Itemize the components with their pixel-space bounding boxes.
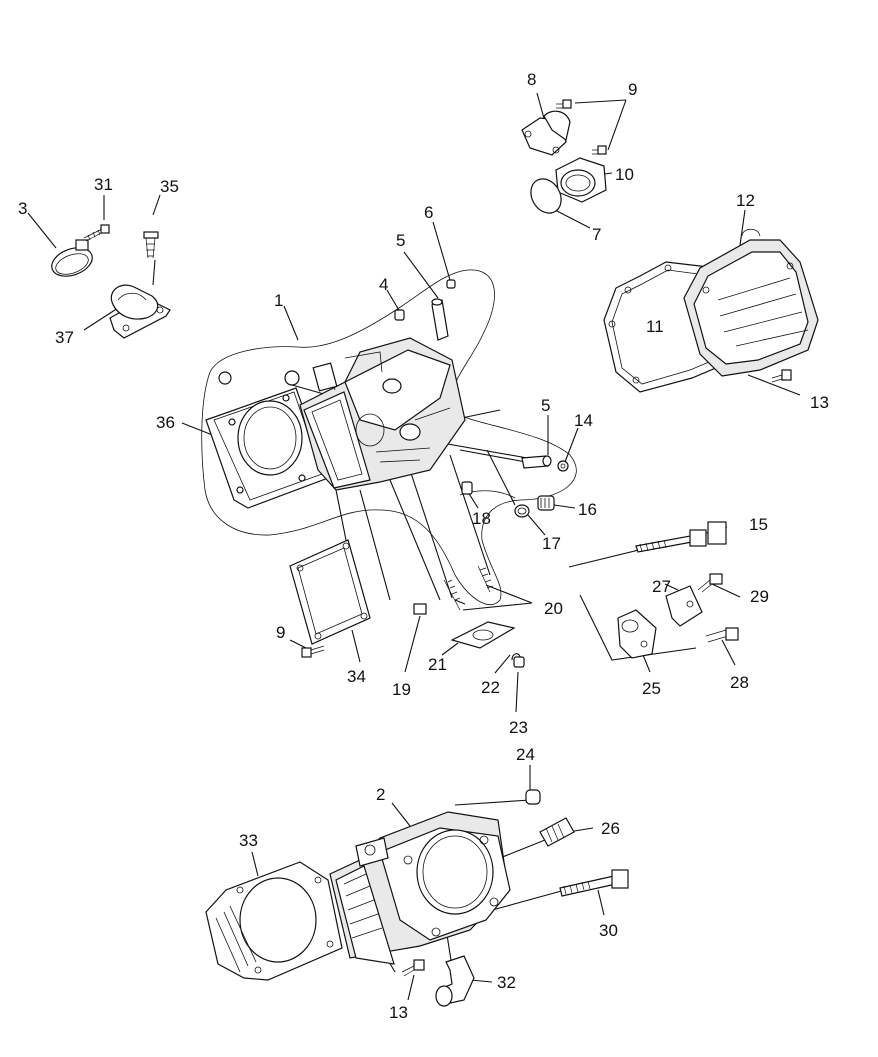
callout-6: 6 (424, 203, 433, 222)
callout-37: 37 (55, 328, 74, 347)
bolt-9b (592, 145, 607, 155)
callout-13b: 13 (389, 1003, 408, 1022)
callout-33: 33 (239, 831, 258, 850)
callout-13a: 13 (810, 393, 829, 412)
callout-17: 17 (542, 534, 561, 553)
fitting-26 (539, 817, 575, 847)
valve-cover-12 (683, 228, 819, 377)
dowel-pin-4 (394, 309, 405, 321)
callout-1: 1 (274, 291, 283, 310)
callout-3: 3 (18, 199, 27, 218)
callout-23: 23 (509, 718, 528, 737)
callout-9a: 9 (628, 80, 637, 99)
callout-5a: 5 (396, 231, 405, 250)
o-ring-17 (514, 504, 530, 518)
fitting-16 (537, 495, 555, 511)
dowel-24 (525, 789, 541, 805)
callout-labels: 1 2 3 4 5 5 6 7 8 9 9 10 11 12 13 13 14 … (18, 70, 829, 1022)
callout-10: 10 (615, 165, 634, 184)
cylinder-head-gasket (205, 371, 329, 509)
callout-26: 26 (601, 819, 620, 838)
callout-22: 22 (481, 678, 500, 697)
bolt-9a (556, 99, 572, 109)
callout-32: 32 (497, 973, 516, 992)
long-bolt-30 (559, 869, 629, 897)
elbow-32 (435, 955, 475, 1007)
callout-14: 14 (574, 411, 593, 430)
callout-35: 35 (160, 177, 179, 196)
callout-25: 25 (642, 679, 661, 698)
callout-2: 2 (376, 785, 385, 804)
cylinder-gasket-33 (205, 861, 343, 981)
callout-8: 8 (527, 70, 536, 89)
callout-20: 20 (544, 599, 563, 618)
callout-27: 27 (652, 577, 671, 596)
callout-12: 12 (736, 191, 755, 210)
dowel-sleeve-5a (431, 298, 449, 341)
bolt-29 (697, 573, 723, 593)
cylinder-head (284, 337, 466, 491)
cylinder-head-group-outline (201, 269, 577, 605)
sleeve-18 (461, 481, 473, 495)
screw-35 (143, 231, 159, 259)
sleeve-23 (513, 656, 525, 668)
thermostat-housing-10 (555, 157, 607, 203)
thermostat-gasket-7 (530, 178, 562, 214)
callout-21: 21 (428, 655, 447, 674)
plug-14 (557, 460, 569, 472)
gasket-21 (450, 621, 516, 649)
callout-29: 29 (750, 587, 769, 606)
clamp-screw-31 (83, 224, 110, 242)
stud-20b (477, 565, 494, 593)
callout-11: 11 (646, 317, 664, 336)
bolt-13b (401, 959, 425, 977)
callout-34: 34 (347, 667, 366, 686)
callout-9b: 9 (276, 623, 285, 642)
cylinder-2 (329, 811, 511, 965)
callout-28: 28 (730, 673, 749, 692)
callout-4: 4 (379, 275, 388, 294)
callout-24: 24 (516, 745, 535, 764)
callout-7: 7 (592, 225, 601, 244)
callout-15: 15 (749, 515, 768, 534)
bolt-13a (771, 369, 792, 383)
bolt-19 (413, 603, 427, 615)
bracket-25 (617, 609, 657, 659)
callout-30: 30 (599, 921, 618, 940)
callout-19: 19 (392, 680, 411, 699)
callout-36: 36 (156, 413, 175, 432)
bracket-27 (665, 585, 703, 627)
callout-31: 31 (94, 175, 113, 194)
stud-20a (443, 579, 461, 611)
callout-5b: 5 (541, 396, 550, 415)
bolt-9c (301, 645, 325, 658)
plug-6 (446, 279, 456, 289)
bolt-28 (705, 627, 739, 643)
callout-16: 16 (578, 500, 597, 519)
hose-clamp-3 (51, 239, 93, 277)
side-cover-34 (289, 539, 371, 645)
intake-boot-37 (109, 284, 171, 339)
long-bolt-15 (635, 521, 727, 553)
callout-18: 18 (472, 509, 491, 528)
thermostat-cover-8 (521, 110, 571, 156)
dowel-sleeve-5b (521, 455, 552, 469)
